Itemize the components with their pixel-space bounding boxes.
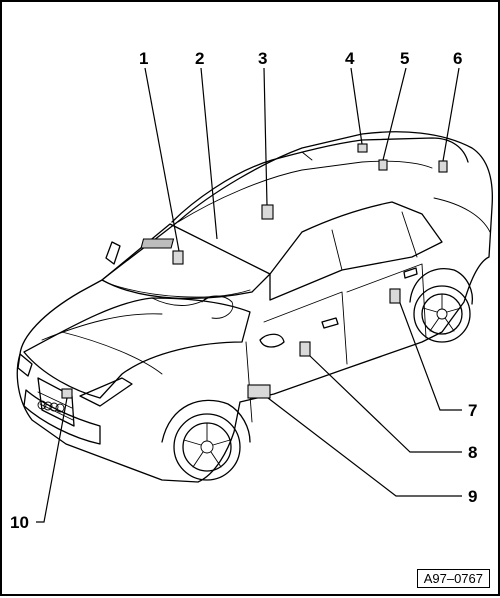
figure-id-label: A97–0767 (416, 569, 490, 588)
control-modules (61, 143, 448, 399)
module-4 (357, 143, 368, 153)
callout-10: 10 (10, 513, 29, 532)
callout-9: 9 (468, 487, 477, 506)
module-8 (299, 341, 311, 357)
module-7 (389, 288, 401, 304)
callout-1: 1 (139, 49, 148, 68)
callout-3: 3 (258, 49, 267, 68)
callout-6: 6 (453, 49, 462, 68)
callout-labels: 1 2 3 4 5 6 7 8 9 10 (10, 49, 477, 532)
module-5 (378, 159, 388, 171)
callout-8: 8 (468, 443, 477, 462)
leader-lines (36, 67, 462, 523)
callout-4: 4 (345, 49, 355, 68)
module-9 (247, 384, 271, 399)
callout-2: 2 (195, 49, 204, 68)
car-outline (16, 131, 493, 483)
module-3 (261, 204, 274, 220)
callout-7: 7 (468, 401, 477, 420)
module-2 (140, 238, 175, 249)
module-10 (61, 388, 73, 399)
callout-5: 5 (400, 49, 409, 68)
module-6 (438, 160, 448, 173)
module-1 (172, 250, 184, 265)
